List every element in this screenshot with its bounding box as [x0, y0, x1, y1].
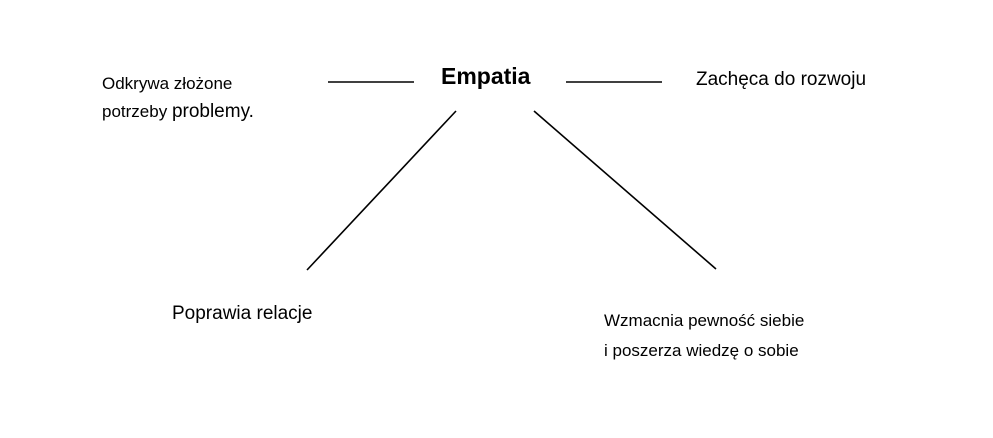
- node-discovers-needs: Odkrywa złożone potrzeby problemy.: [102, 70, 254, 126]
- node-discovers-needs-line-2: potrzeby problemy.: [102, 98, 254, 126]
- connector-bottom-left: [306, 110, 457, 271]
- node-improves-relations: Poprawia relacje: [172, 303, 313, 324]
- connector-bottom-right: [533, 110, 717, 270]
- node-discovers-needs-line-2-part-2: problemy.: [171, 101, 254, 122]
- center-node-empatia: Empatia: [441, 63, 531, 89]
- node-discovers-needs-line-2-part-1: potrzeby: [102, 102, 172, 121]
- node-strengthens-confidence: Wzmacnia pewność siebie i poszerza wiedz…: [604, 306, 804, 366]
- node-encourages-growth: Zachęca do rozwoju: [696, 69, 867, 90]
- node-strengthens-confidence-line-2: i poszerza wiedzę o sobie: [604, 341, 799, 360]
- node-strengthens-confidence-line-1: Wzmacnia pewność siebie: [604, 311, 805, 330]
- node-discovers-needs-line-1: Odkrywa złożone: [102, 74, 233, 93]
